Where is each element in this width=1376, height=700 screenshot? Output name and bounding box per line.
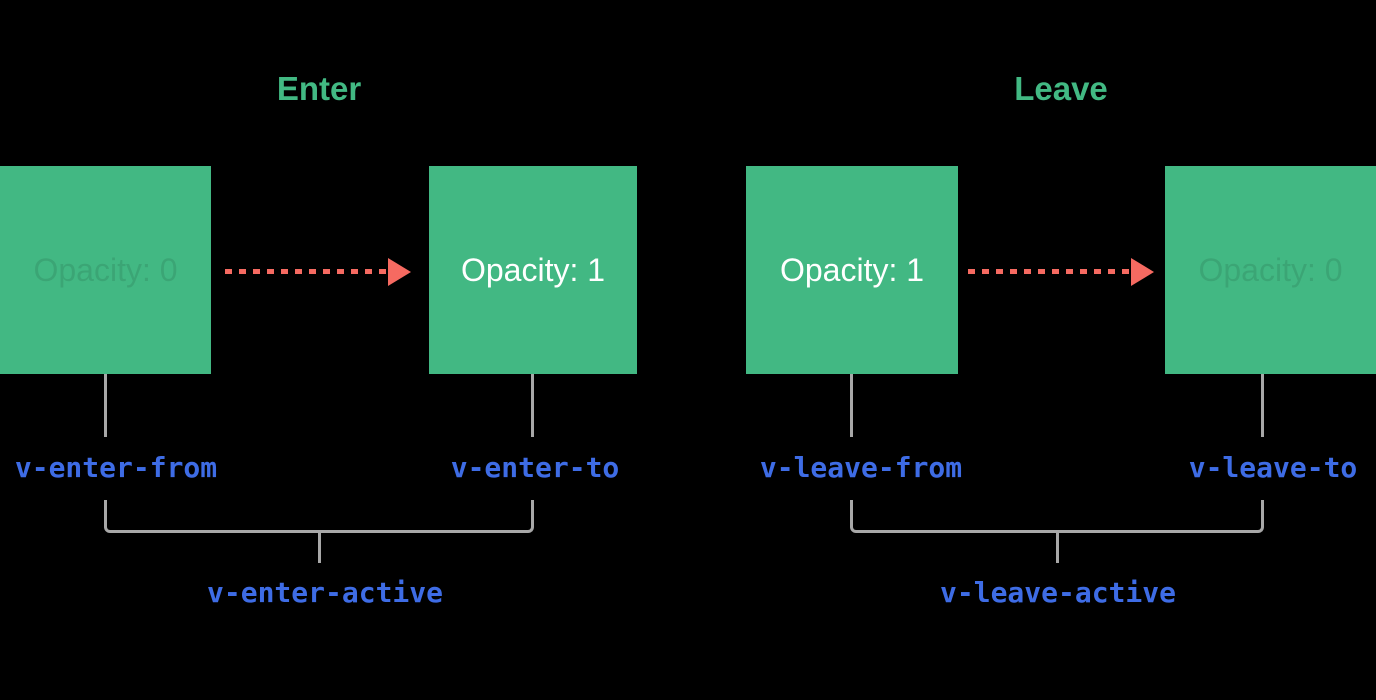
enter-from-opacity-text: Opacity: 0 bbox=[33, 251, 178, 288]
enter-arrowhead-icon bbox=[388, 258, 411, 286]
enter-section-title: Enter bbox=[276, 70, 362, 107]
enter-from-box: Opacity: 0 bbox=[0, 166, 211, 374]
leave-active-class-label: v-leave-active bbox=[939, 576, 1177, 609]
leave-from-class-label: v-leave-from bbox=[759, 451, 963, 484]
leave-to-class-label: v-leave-to bbox=[1188, 451, 1358, 484]
leave-to-connector-line bbox=[1261, 374, 1264, 437]
enter-active-bracket bbox=[104, 500, 534, 533]
enter-active-class-label: v-enter-active bbox=[206, 576, 444, 609]
enter-from-connector-line bbox=[104, 374, 107, 437]
leave-from-connector-line bbox=[850, 374, 853, 437]
leave-arrowhead-icon bbox=[1131, 258, 1154, 286]
leave-from-box: Opacity: 1 bbox=[746, 166, 958, 374]
leave-to-opacity-text: Opacity: 0 bbox=[1198, 251, 1343, 288]
leave-section-title: Leave bbox=[1014, 70, 1108, 107]
enter-active-stem-line bbox=[318, 533, 321, 563]
leave-dashed-arrow-icon bbox=[968, 269, 1131, 274]
enter-to-box: Opacity: 1 bbox=[429, 166, 637, 374]
leave-active-stem-line bbox=[1056, 533, 1059, 563]
enter-dashed-arrow-icon bbox=[225, 269, 388, 274]
enter-from-class-label: v-enter-from bbox=[14, 451, 218, 484]
enter-to-connector-line bbox=[531, 374, 534, 437]
leave-from-opacity-text: Opacity: 1 bbox=[779, 251, 925, 288]
leave-to-box: Opacity: 0 bbox=[1165, 166, 1376, 374]
enter-to-class-label: v-enter-to bbox=[450, 451, 620, 484]
enter-to-opacity-text: Opacity: 1 bbox=[460, 251, 606, 288]
leave-active-bracket bbox=[850, 500, 1264, 533]
